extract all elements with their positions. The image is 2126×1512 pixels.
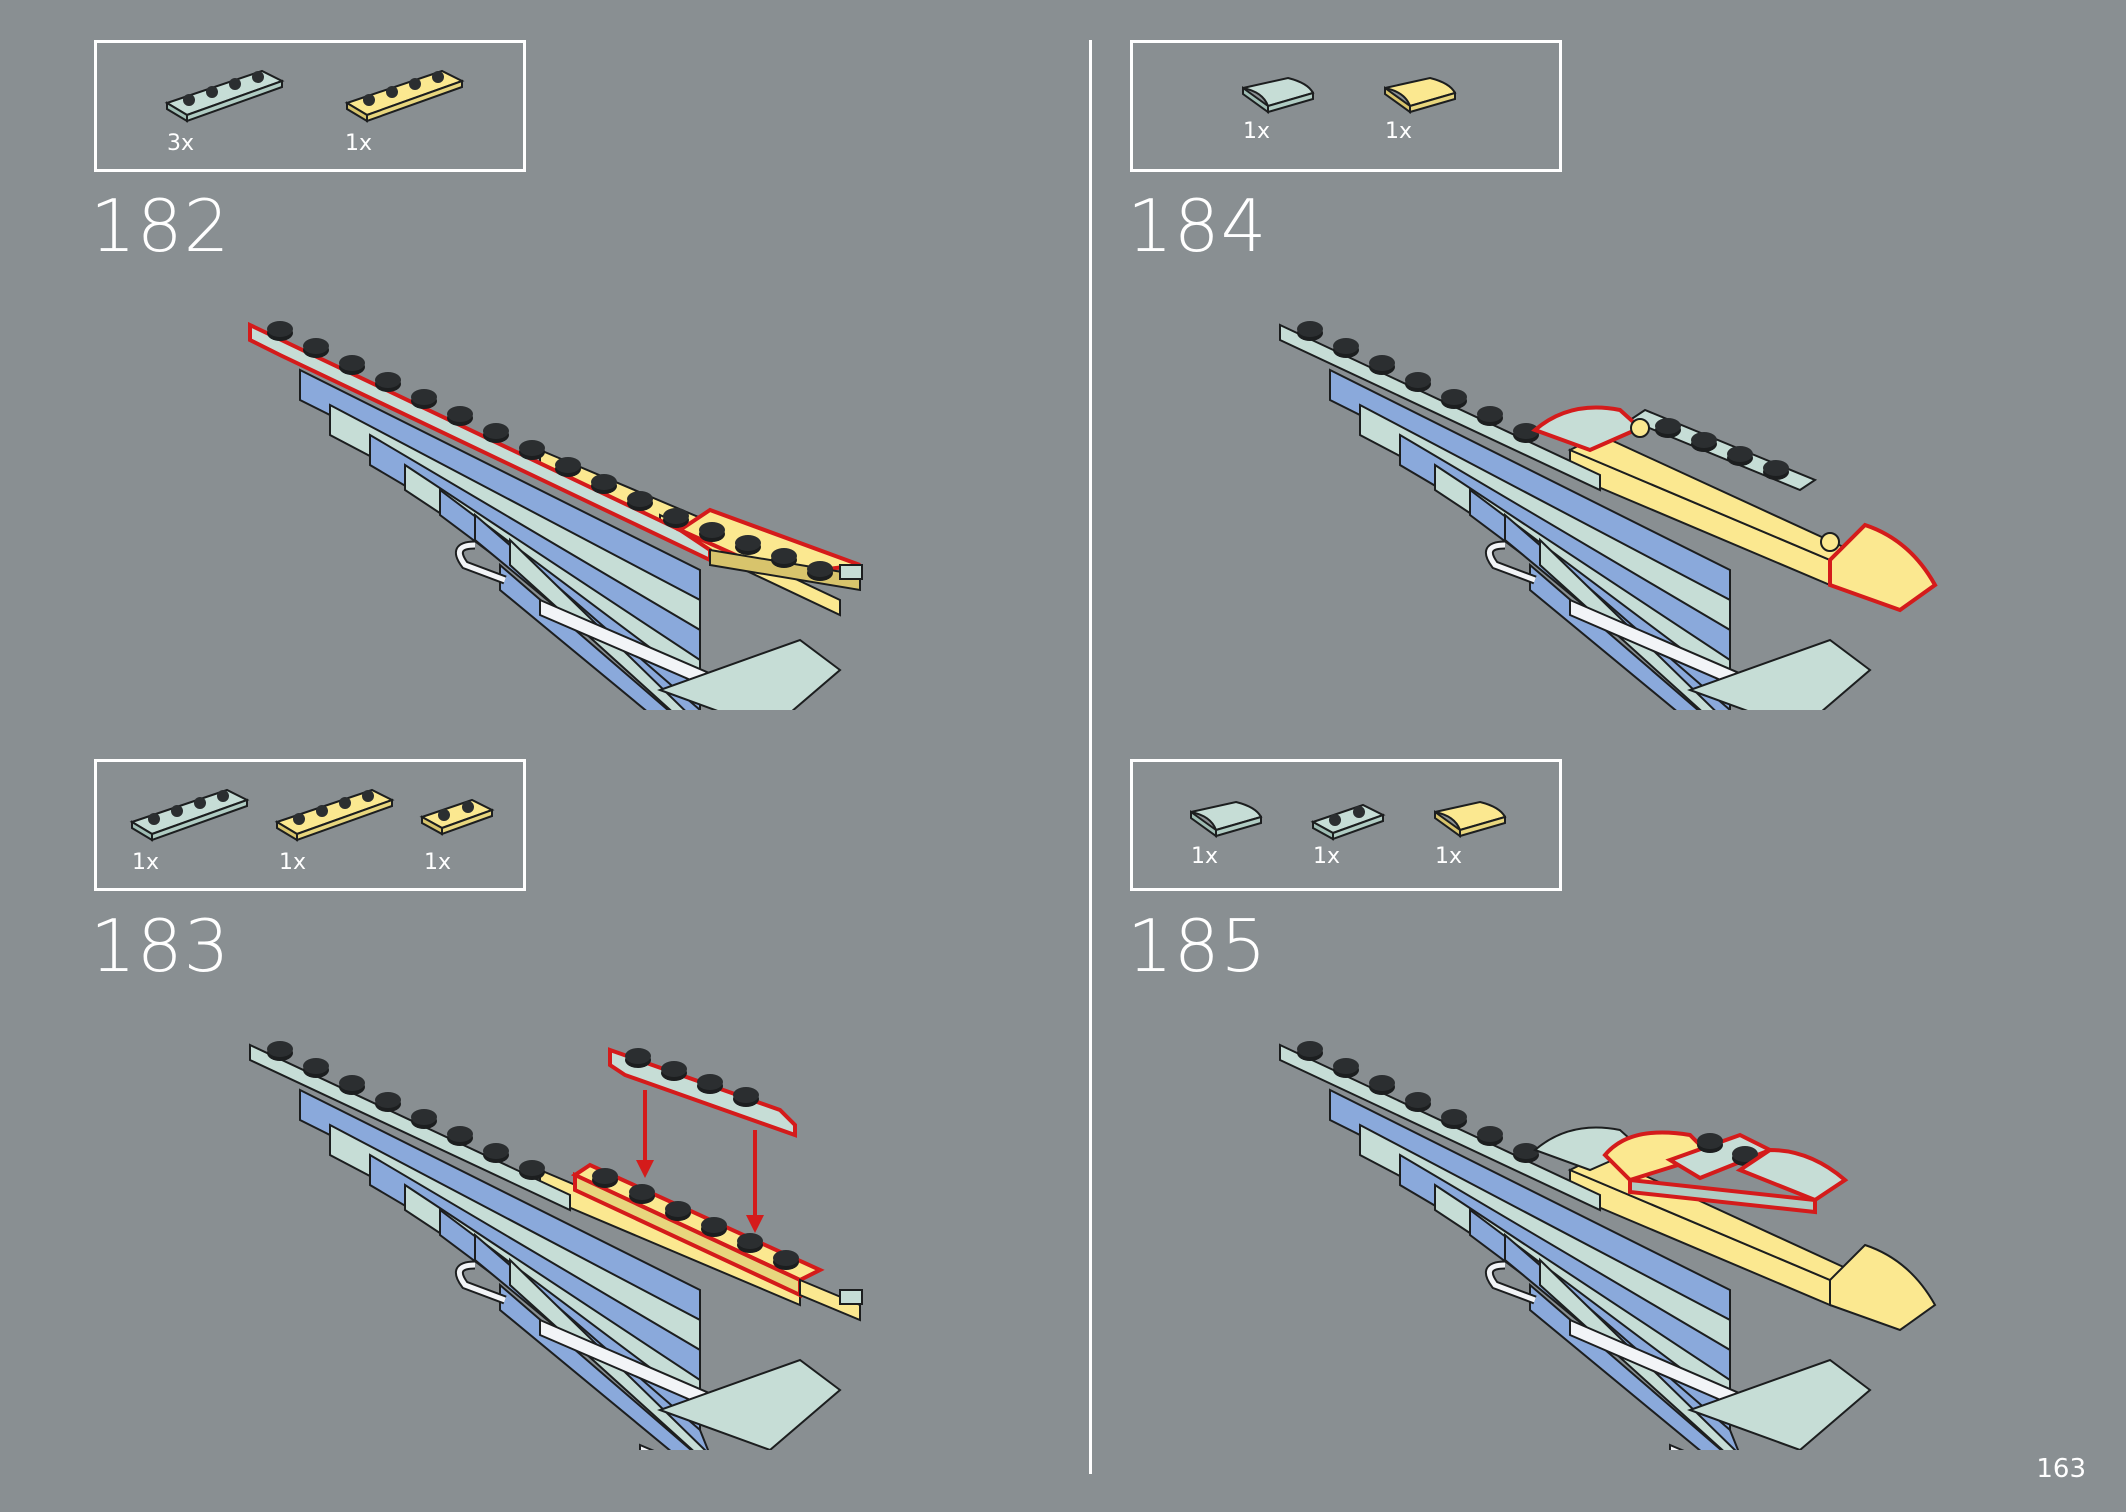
page-number: 163 (2036, 1454, 2086, 1484)
step-number: 182 (90, 184, 231, 268)
parts-callout-step-183: 1x 1x 1x (94, 759, 526, 891)
part-quantity: 1x (1385, 119, 1413, 144)
part-quantity: 1x (345, 131, 373, 156)
parts-callout-step-182: 3x 1x (94, 40, 526, 172)
part-quantity: 1x (132, 850, 160, 875)
model-illustration-step-184 (1270, 310, 1950, 714)
step-number: 183 (90, 904, 231, 988)
page-divider (1089, 40, 1092, 1474)
parts-callout-step-184: 1x 1x (1130, 40, 1562, 172)
part-quantity: 1x (279, 850, 307, 875)
parts-callout-step-185: 1x 1x 1x (1130, 759, 1562, 891)
part-quantity: 1x (1313, 844, 1341, 869)
part-quantity: 3x (167, 131, 195, 156)
part-quantity: 1x (424, 850, 452, 875)
step-number: 184 (1127, 184, 1268, 268)
step-number: 185 (1127, 904, 1268, 988)
model-illustration-step-185 (1270, 1030, 1950, 1454)
part-quantity: 1x (1435, 844, 1463, 869)
part-quantity: 1x (1243, 119, 1271, 144)
model-illustration-step-183 (240, 1030, 920, 1454)
model-illustration-step-182 (240, 310, 920, 714)
part-quantity: 1x (1191, 844, 1219, 869)
